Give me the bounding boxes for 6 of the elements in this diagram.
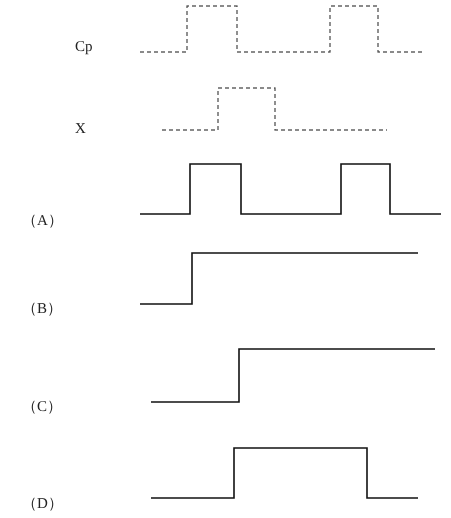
signal-label: （D）: [22, 495, 63, 513]
signal-label: （B）: [22, 300, 62, 318]
signal-label: Cp: [75, 38, 93, 56]
signal-label: （C）: [22, 398, 62, 416]
signal-label: X: [75, 120, 86, 138]
signal-label: （A）: [22, 212, 63, 230]
